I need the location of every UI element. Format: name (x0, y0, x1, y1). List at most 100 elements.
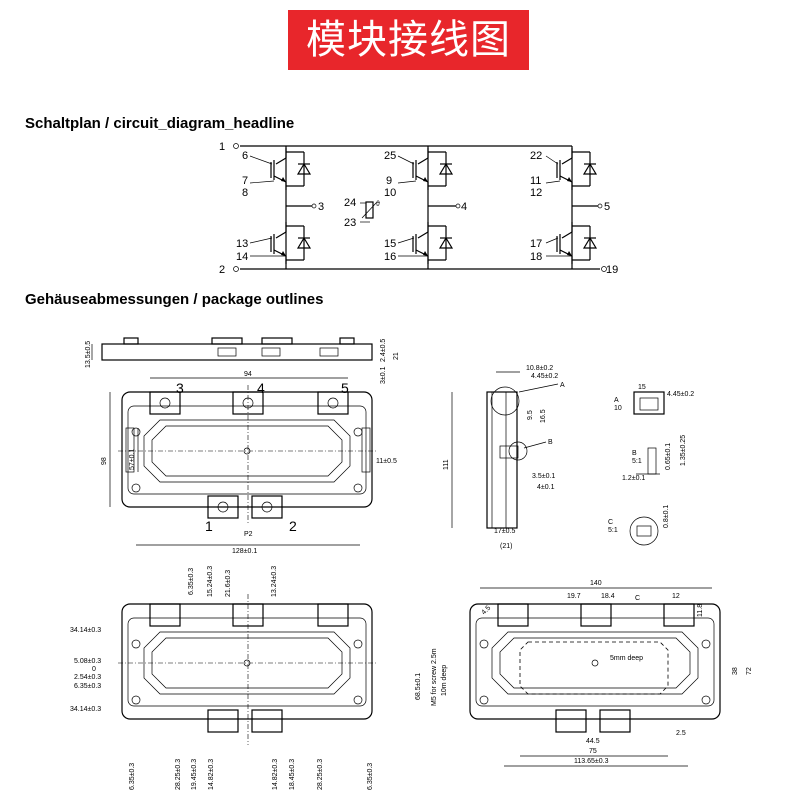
detail-c-scale: 5:1 (608, 527, 618, 534)
bl-left-dim-3: 0 (92, 666, 96, 673)
pin-block-dim: 11±0.5 (376, 458, 397, 465)
leg3-aux: 12 (530, 187, 542, 199)
profile-side-c: 21 (393, 352, 400, 360)
leg3-output: 5 (604, 201, 610, 213)
side-top-width-dim: 10.8±0.2 (526, 365, 553, 372)
leg1-gate-high: 6 (242, 150, 248, 162)
detail-a-pitch: 4.45±0.2 (667, 391, 694, 398)
terminal-19-label: 19 (606, 264, 618, 276)
br-left-dim: 68.5±0.1 (415, 673, 422, 700)
leg3-emitter-low: 18 (530, 251, 542, 263)
front-profile-view: 13.5±0.5 2.4±0.5 21 3±0.1 (85, 337, 400, 384)
terminal-19-dot (601, 266, 607, 272)
ntc-pin-24: 24 (344, 197, 356, 209)
ntc-thermistor: ϑ 24 23 (344, 197, 380, 229)
br-width-dim: 140 (590, 580, 602, 587)
side-d2-dim: (21) (500, 543, 512, 550)
leg2-gate-high: 25 (384, 150, 396, 162)
bl-left-dim-6: 34.14±0.3 (70, 706, 101, 713)
br-bottom-d: 2.5 (676, 730, 686, 737)
pin-pitch-dim: P2 (244, 531, 253, 538)
detail-a-width: 15 (638, 384, 646, 391)
br-b-dim: 18.4 (601, 593, 615, 600)
br-right-a: 38 (732, 667, 739, 675)
detail-c-label: C (608, 519, 613, 526)
profile-side-b: 2.4±0.5 (380, 339, 387, 362)
bl-left-dim-4: 2.54±0.3 (74, 674, 101, 681)
terminal-4-label: 4 (257, 380, 265, 396)
detail-a-label: A (614, 397, 619, 404)
leg1-gate-low: 13 (236, 238, 248, 250)
br-a-dim: 19.7 (567, 593, 581, 600)
br-bottom-c: 113.65±0.3 (574, 758, 609, 765)
side-w1-dim: 3.5±0.1 (532, 473, 555, 480)
detail-b-label: B (632, 450, 637, 457)
terminal-3-label: 3 (176, 380, 184, 396)
br-left-note-2: 10m deep (441, 665, 448, 696)
bl-bottom-dim-6: 18.45±0.3 (289, 759, 296, 790)
bl-left-dim-5: 6.35±0.3 (74, 683, 101, 690)
terminal-1-outline-label: 1 (205, 518, 213, 534)
detail-b-scale: 5:1 (632, 458, 642, 465)
bl-left-dim-2: 5.08±0.3 (74, 658, 101, 665)
leg3-gate-high: 22 (530, 150, 542, 162)
terminal-1-label: 1 (219, 141, 225, 153)
bl-bottom-dim-1: 6.35±0.3 (129, 763, 136, 790)
br-bottom-b: 75 (589, 748, 597, 755)
leg3-emitter-high: 11 (530, 175, 541, 187)
detail-c-h: 0.8±0.1 (663, 505, 670, 528)
terminal-2-outline-label: 2 (289, 518, 297, 534)
leg2-emitter-high: 9 (386, 175, 392, 187)
side-pitch-dim: 4.45±0.2 (531, 373, 558, 380)
bl-left-dim-1: 34.14±0.3 (70, 627, 101, 634)
terminal-2-label: 2 (219, 264, 225, 276)
detail-b-h1: 0.65±0.1 (665, 443, 672, 470)
bl-bottom-dim-3: 19.45±0.3 (191, 759, 198, 790)
profile-height: 13.5±0.5 (85, 341, 92, 368)
br-c-dim: 12 (672, 593, 680, 600)
circuit-heading: Schaltplan / circuit_diagram_headline (25, 115, 295, 132)
leg3-gate-low: 17 (530, 238, 542, 250)
leg2-emitter-low: 16 (384, 251, 396, 263)
bottom-right-outline: 140 19.7 18.4 12 11.8 4.5 M5 for screw 2… (415, 580, 753, 767)
terminal-1-dot (233, 143, 239, 149)
leg2-gate-low: 15 (384, 238, 396, 250)
detail-views: A 10 15 4.45±0.2 B 5:1 0.65±0.1 1.35±0.2… (608, 384, 694, 546)
br-left-note: M5 for screw 2.5m (431, 648, 438, 706)
circuit-diagram: 1 2 19 6 7 8 3 13 14 25 9 10 4 15 16 (219, 141, 618, 276)
leg1-aux: 8 (242, 187, 248, 199)
bl-top-dim-2: 15.24±0.3 (207, 566, 214, 597)
bottom-left-outline: 6.35±0.3 15.24±0.3 21.6±0.3 13.24±0.3 34… (70, 566, 378, 790)
br-callout-c: C (635, 595, 640, 602)
package-heading: Gehäuseabmessungen / package outlines (25, 291, 324, 308)
inner-height-dim: 57±0.1 (129, 449, 136, 470)
ntc-symbol: ϑ (376, 201, 380, 208)
bl-bottom-dim-4: 14.82±0.3 (208, 759, 215, 790)
leg2-aux: 10 (384, 187, 396, 199)
callout-b: B (548, 439, 553, 446)
bl-bottom-dim-8: 6.35±0.3 (367, 763, 374, 790)
bl-bottom-dim-7: 28.25±0.3 (317, 759, 324, 790)
bl-bottom-dim-2: 28.25±0.3 (175, 759, 182, 790)
side-s2-dim: 16.5 (540, 409, 547, 423)
leg2-output: 4 (461, 201, 467, 213)
detail-b-h2: 1.35±0.25 (680, 435, 687, 466)
side-view: 111 10.8±0.2 4.45±0.2 3.5±0.1 4±0.1 17±0… (443, 365, 565, 550)
br-e-dim: 4.5 (480, 605, 492, 617)
leg1-emitter-high: 7 (242, 175, 248, 187)
bl-bottom-dim-5: 14.82±0.3 (272, 759, 279, 790)
detail-a-scale: 10 (614, 405, 622, 412)
side-height-dim: 111 (443, 459, 450, 470)
side-d1-dim: 17±0.5 (494, 528, 515, 535)
leg1-emitter-low: 14 (236, 251, 248, 263)
profile-mid: 3±0.1 (380, 366, 387, 384)
side-s1-dim: 9.5 (527, 410, 534, 420)
br-d-dim: 11.8 (697, 604, 704, 617)
terminal-2-dot (233, 266, 239, 272)
bl-top-dim-1: 6.35±0.3 (188, 568, 195, 595)
terminal-5-label: 5 (341, 380, 349, 396)
detail-b-w: 1.2±0.1 (622, 475, 645, 482)
top-width-dim: 94 (244, 371, 252, 378)
br-bottom-a: 44.5 (586, 738, 600, 745)
